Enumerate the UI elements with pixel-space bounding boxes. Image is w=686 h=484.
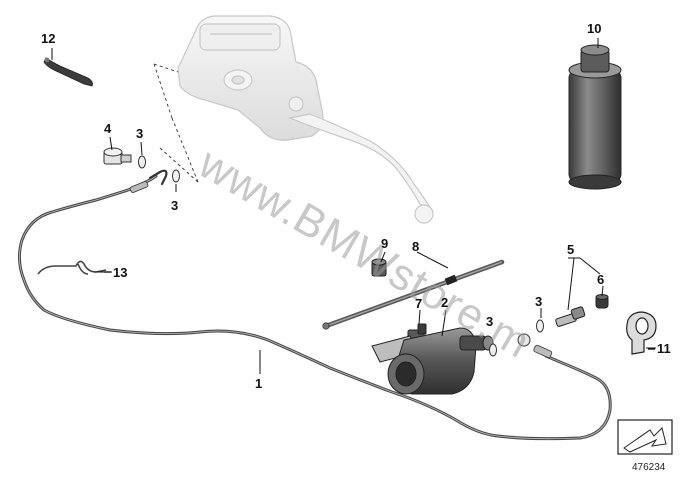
part-6-cap [595, 294, 609, 309]
part-10-fluid-bottle [568, 44, 622, 190]
part-4-banjo-bolt [103, 147, 132, 165]
callout-2: 2 [441, 295, 448, 310]
callout-1: 1 [255, 376, 262, 391]
callout-10: 10 [587, 21, 601, 36]
callout-11: 11 [657, 341, 671, 356]
part-12-strap [43, 57, 93, 87]
callout-3-middle: 3 [486, 314, 493, 329]
part-3-washer-lower [489, 319, 544, 357]
direction-symbol [617, 419, 673, 455]
callout-labels: 12 4 3 3 10 8 9 5 6 3 2 7 3 13 11 1 [41, 21, 671, 391]
part-2-slave-cylinder [371, 327, 494, 395]
callout-9: 9 [381, 236, 388, 251]
callout-7: 7 [415, 296, 422, 311]
leader-lines [51, 38, 656, 374]
callout-dashes [104, 271, 655, 350]
diagram-id: 476234 [632, 462, 666, 473]
callout-13: 13 [113, 265, 127, 280]
callout-3-right: 3 [535, 294, 542, 309]
callout-4: 4 [104, 121, 112, 136]
part-3-washer-upper [138, 155, 180, 183]
part-1-clutch-hose [17, 169, 612, 441]
part-7-bolt [407, 323, 427, 341]
callout-6: 6 [597, 272, 604, 287]
callout-8: 8 [412, 239, 419, 254]
clutch-lever [287, 113, 434, 224]
callout-3-lower-left: 3 [171, 198, 178, 213]
callout-12: 12 [41, 31, 55, 46]
explode-reference-lines [153, 63, 199, 183]
part-9-sleeve [371, 258, 387, 277]
part-13-hose-clip [37, 260, 107, 275]
callout-3-upper-left: 3 [136, 126, 143, 141]
clutch-master-cylinder [177, 15, 324, 141]
part-8-push-rod [322, 259, 505, 330]
part-11-hose-holder [626, 311, 657, 355]
callout-5: 5 [567, 242, 574, 257]
part-5-bleed-valve [555, 306, 586, 327]
